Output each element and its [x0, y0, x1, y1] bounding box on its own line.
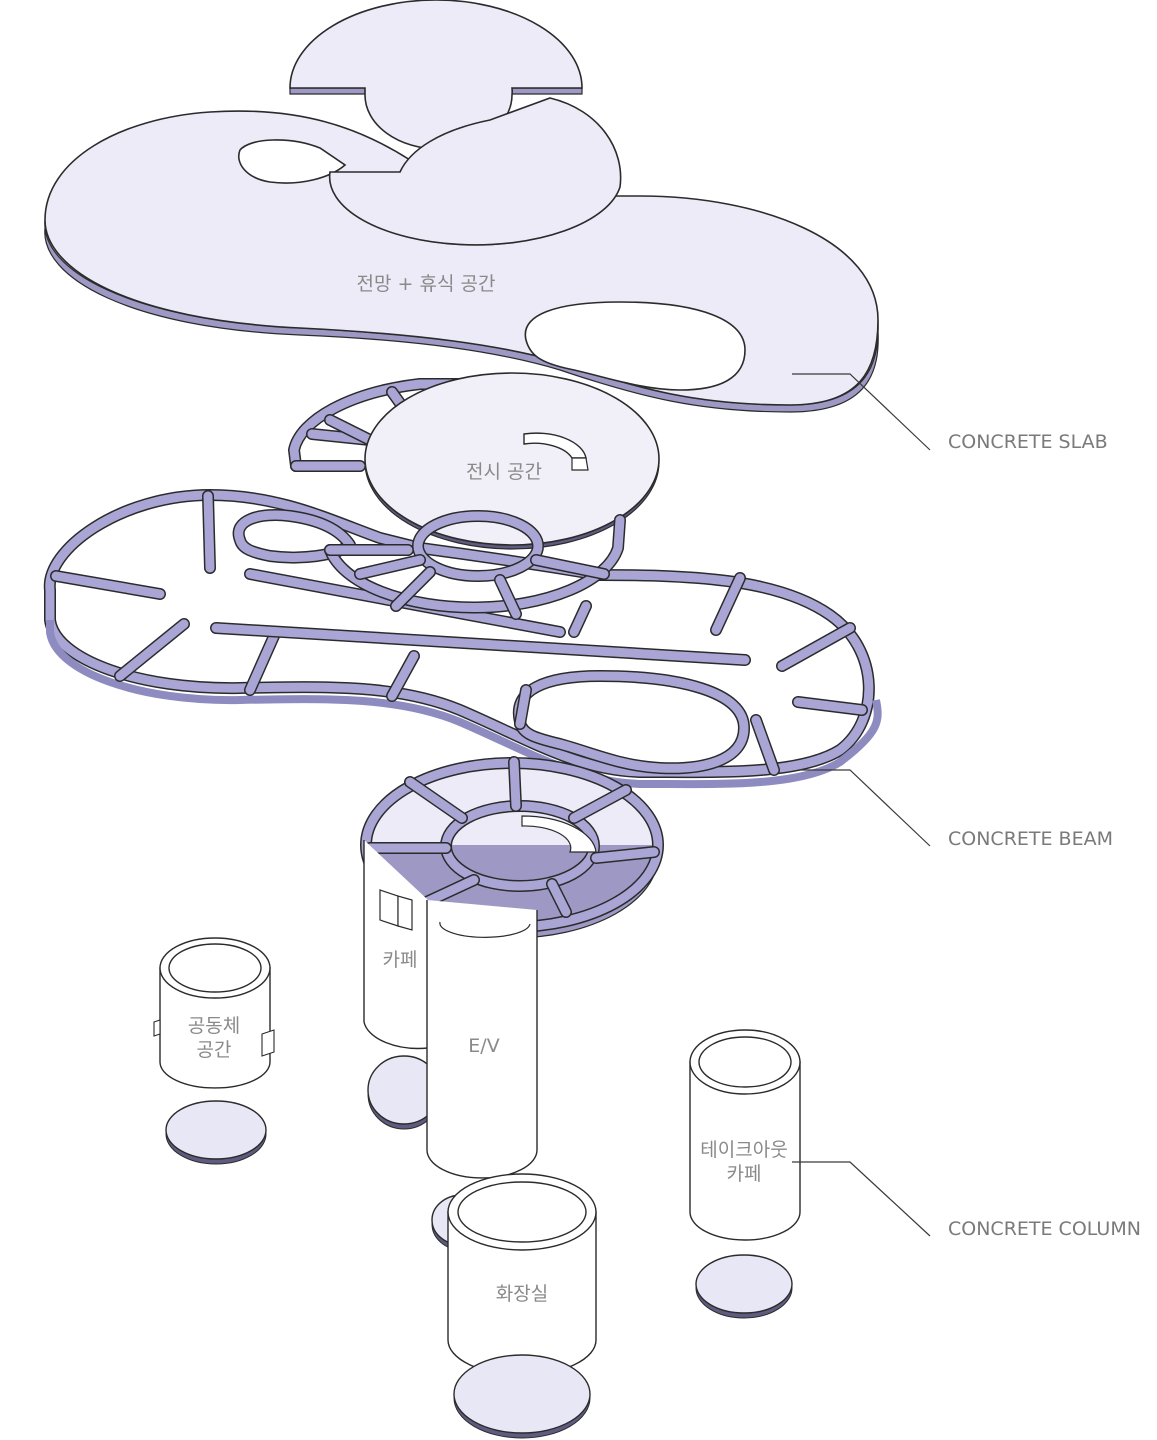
restroom-footing [453, 1354, 591, 1439]
top-small-slab [289, 0, 583, 150]
beam-leader-line [800, 769, 931, 847]
column-leader-line [792, 1161, 931, 1237]
community-label-line1: 공동체 [188, 1015, 240, 1037]
community-column [153, 937, 275, 1089]
concrete-beam-label: CONCRETE BEAM [948, 828, 1113, 850]
concrete-slab-label: CONCRETE SLAB [948, 431, 1108, 453]
takeout-footing [695, 1254, 793, 1319]
main-concrete-slab [44, 110, 879, 413]
exhibition-disc-slab [364, 372, 660, 550]
exhibition-space-label: 전시 공간 [466, 461, 542, 483]
view-rest-space-label: 전망 + 휴식 공간 [357, 273, 496, 295]
slab-leader-line [792, 373, 931, 451]
cafe-column-footing [367, 1055, 441, 1130]
middle-ring-beam [324, 510, 626, 620]
takeout-label-line1: 테이크아웃 [700, 1139, 787, 1161]
cafe-label: 카페 [383, 949, 418, 971]
takeout-label-line2: 카페 [727, 1163, 762, 1185]
concrete-column-label: CONCRETE COLUMN [948, 1218, 1141, 1240]
community-footing [165, 1100, 267, 1165]
restroom-label: 화장실 [496, 1283, 548, 1305]
elevator-label: E/V [468, 1035, 499, 1057]
takeout-column [689, 1029, 801, 1241]
community-label-line2: 공간 [197, 1039, 232, 1061]
restroom-column [447, 1173, 597, 1376]
elevator-column [426, 900, 538, 1179]
middle-c-slab [328, 97, 622, 246]
cafe-column [363, 840, 429, 1050]
